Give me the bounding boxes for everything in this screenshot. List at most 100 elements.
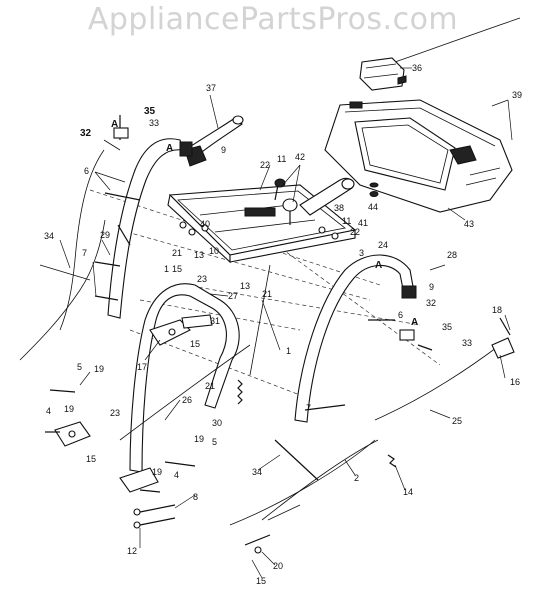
label-35-right: 35 <box>442 322 452 332</box>
label-5-left: 5 <box>77 362 82 372</box>
label-43: 43 <box>464 219 474 229</box>
label-23-b: 23 <box>110 408 120 418</box>
label-A-right: A <box>375 260 382 271</box>
leader-lines <box>59 67 513 579</box>
label-7-right: 7 <box>306 403 311 413</box>
label-19-d: 19 <box>152 467 162 477</box>
label-A-top-left: A <box>111 119 118 130</box>
label-10: 10 <box>209 246 219 256</box>
cable-34-left <box>19 219 106 361</box>
label-37: 37 <box>206 83 216 93</box>
upper-handle-right-28 <box>294 254 417 423</box>
label-3: 3 <box>359 248 364 258</box>
label-25: 25 <box>452 416 462 426</box>
label-38: 38 <box>334 203 344 213</box>
label-21-b: 21 <box>262 289 272 299</box>
label-9-right: 9 <box>429 282 434 292</box>
label-7-left: 7 <box>82 248 87 258</box>
label-29: 29 <box>100 230 110 240</box>
label-15-b: 15 <box>190 339 200 349</box>
label-A-handle: A <box>166 143 173 154</box>
label-6-right: 6 <box>398 310 403 320</box>
label-A-lower-right: A <box>411 317 418 328</box>
label-4-right: 4 <box>174 470 179 480</box>
label-19-left: 19 <box>94 364 104 374</box>
label-32-top: 32 <box>80 128 92 139</box>
bracket-17 <box>149 319 191 346</box>
label-20: 20 <box>273 561 283 571</box>
label-34-right: 34 <box>252 467 262 477</box>
label-32-right: 32 <box>426 298 436 308</box>
label-11-right: 11 <box>342 216 351 226</box>
label-21-a: 21 <box>172 248 182 258</box>
knob-16 <box>491 317 515 359</box>
label-33-top: 33 <box>149 118 159 128</box>
label-14: 14 <box>403 487 413 497</box>
nut-41 <box>369 191 379 197</box>
label-22-top: 22 <box>260 160 270 170</box>
label-26: 26 <box>182 395 192 405</box>
label-8: 8 <box>193 492 198 502</box>
washer-44 <box>369 182 379 188</box>
label-13-b: 13 <box>240 281 250 291</box>
clip-14 <box>387 454 397 468</box>
label-21-c: 21 <box>205 381 215 391</box>
label-5-right: 5 <box>212 437 217 447</box>
handle-bar-37 <box>181 115 244 167</box>
watermark-text: AppliancePartsPros.com <box>87 2 459 37</box>
light-housing-36 <box>359 57 407 91</box>
label-9-top: 9 <box>221 145 226 155</box>
label-30: 30 <box>212 418 222 428</box>
part-number-labels: 37 36 39 35 32 33 A A 9 22 11 42 6 38 44… <box>44 63 522 586</box>
label-2: 2 <box>354 473 359 483</box>
label-19-c: 19 <box>194 434 204 444</box>
label-31: 31 <box>210 316 220 326</box>
label-36: 36 <box>412 63 422 73</box>
rod-1 <box>249 264 271 376</box>
label-4-left: 4 <box>46 406 51 416</box>
label-22-right: 22 <box>350 227 360 237</box>
cable-2b <box>261 439 379 521</box>
label-18: 18 <box>492 305 502 315</box>
label-16: 16 <box>510 377 520 387</box>
label-6-left: 6 <box>84 166 89 176</box>
label-1-b: 1 <box>286 346 291 356</box>
handle-bracket-left <box>45 389 91 447</box>
label-15-d: 15 <box>256 576 266 586</box>
label-44: 44 <box>368 202 378 212</box>
label-39: 39 <box>512 90 522 100</box>
fasteners-20 <box>244 534 271 554</box>
handle-bracket-lower-center <box>119 461 196 493</box>
lower-handle-30 <box>129 283 240 473</box>
label-24: 24 <box>378 240 388 250</box>
label-12: 12 <box>127 546 137 556</box>
shift-lever-42 <box>274 178 298 225</box>
label-19-b: 19 <box>64 404 74 414</box>
label-40: 40 <box>200 219 210 229</box>
label-23-a: 23 <box>197 274 207 284</box>
label-33-right: 33 <box>462 338 472 348</box>
rod-26 <box>119 344 251 441</box>
label-27: 27 <box>228 291 238 301</box>
rod-25 <box>374 344 501 421</box>
fastener-group-top-left <box>59 115 129 331</box>
label-1-a: 1 <box>164 264 169 274</box>
label-13-a: 13 <box>194 250 204 260</box>
rod-34-right <box>274 439 319 481</box>
spring-1 <box>237 379 243 405</box>
label-11-top: 11 <box>277 154 286 164</box>
label-35-top: 35 <box>144 106 156 117</box>
bolts-8-12 <box>133 504 176 529</box>
label-17: 17 <box>137 362 147 372</box>
dash-panel-43 <box>324 99 513 213</box>
label-42: 42 <box>295 152 305 162</box>
label-41: 41 <box>358 218 368 228</box>
label-15-c: 15 <box>86 454 96 464</box>
cable-2 <box>229 439 376 526</box>
label-15-a: 15 <box>172 264 182 274</box>
label-34-left: 34 <box>44 231 54 241</box>
bracket-31 <box>181 314 213 329</box>
fasteners-right <box>304 319 433 411</box>
label-28: 28 <box>447 250 457 260</box>
